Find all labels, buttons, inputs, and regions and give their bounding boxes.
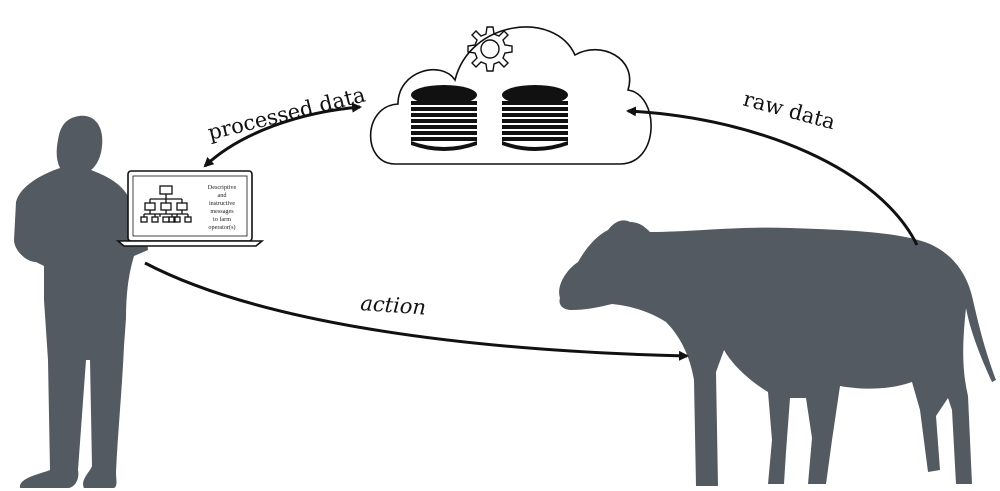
processed-data-label: processed data xyxy=(205,83,367,145)
hierarchy-icon xyxy=(140,185,192,223)
raw-data-arrow xyxy=(626,106,919,246)
screen-line: operator(s) xyxy=(208,224,236,231)
raw-data-label: raw data xyxy=(741,87,838,135)
processed-data-arrow xyxy=(203,102,362,168)
action-label: action xyxy=(360,291,427,320)
laptop-screen-text: Descriptive and instructive messages to … xyxy=(188,184,256,232)
action-arrow xyxy=(144,261,689,361)
person-silhouette xyxy=(14,115,148,489)
screen-line: to farm xyxy=(212,216,232,223)
gear-icon xyxy=(467,26,513,72)
screen-line: instructive xyxy=(208,200,236,207)
screen-line: Descriptive xyxy=(207,184,237,191)
screen-line: messages xyxy=(210,208,234,215)
laptop-icon xyxy=(115,170,265,247)
database-icon xyxy=(502,85,568,151)
database-icon xyxy=(411,85,477,151)
screen-line: and xyxy=(217,192,227,199)
cow-silhouette xyxy=(559,220,996,486)
